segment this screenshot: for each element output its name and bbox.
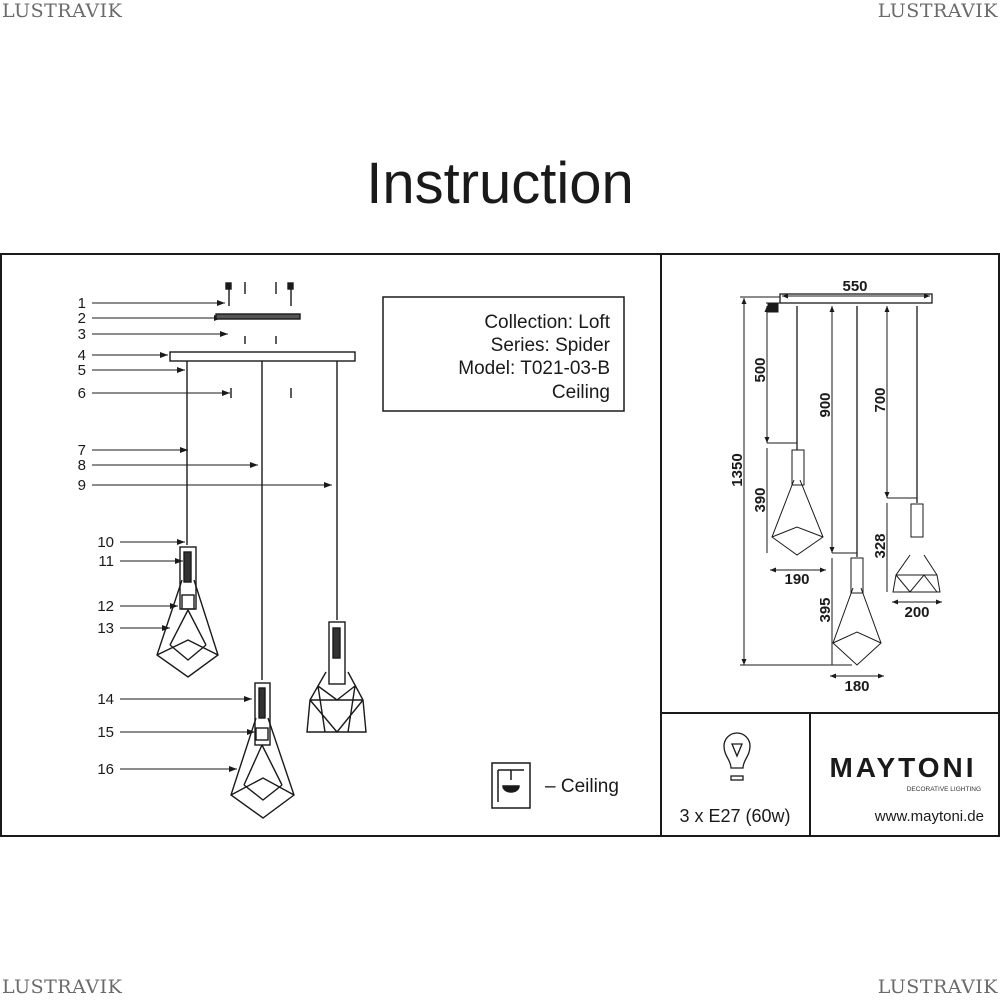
dim-width: 550	[842, 278, 867, 295]
part-number-label: 14	[97, 691, 114, 708]
bulb-icon	[723, 732, 751, 781]
part-number-label: 1	[78, 295, 86, 312]
watermark-bottom-right: LUSTRAVIK	[877, 976, 998, 998]
part-number-label: 12	[97, 598, 114, 615]
part-number-label: 4	[78, 347, 86, 364]
assembly-drawing	[156, 282, 367, 819]
dim-cord1: 500	[752, 357, 769, 382]
part-number-label: 9	[78, 477, 86, 494]
dim-cord3: 700	[872, 387, 889, 412]
part-number-label: 7	[78, 442, 86, 459]
dim-shade3-height: 328	[872, 533, 889, 558]
series-text: Series: Spider	[491, 335, 611, 356]
bulb-spec-text: 3 x E27 (60w)	[679, 806, 790, 826]
part-number-label: 11	[98, 553, 114, 570]
watermark-bottom-left: LUSTRAVIK	[2, 976, 123, 998]
part-number-label: 5	[78, 362, 86, 379]
part-number-label: 15	[97, 724, 114, 741]
collection-text: Collection: Loft	[484, 312, 610, 333]
dim-shade1-height: 390	[752, 487, 769, 512]
dim-total-height: 1350	[729, 453, 746, 486]
mounting-text: Ceiling	[552, 382, 610, 403]
part-number-label: 16	[97, 761, 114, 778]
ceiling-mount-icon	[491, 762, 531, 809]
dimension-drawing	[740, 293, 942, 679]
dim-shade1-width: 190	[784, 571, 809, 588]
maytoni-logo: MAYTONI DECORATIVE LIGHTING	[829, 752, 981, 793]
dimension-labels: 550 1350 500 900 700 390 395 328 190 180…	[729, 278, 930, 695]
dim-cord2: 900	[817, 392, 834, 417]
part-number-label: 3	[78, 326, 86, 343]
dim-shade2-height: 395	[817, 597, 834, 622]
brand-name: MAYTONI	[829, 752, 976, 783]
page-title: Instruction	[366, 151, 634, 216]
website-link[interactable]: www.maytoni.de	[874, 808, 984, 825]
part-number-label: 10	[97, 534, 114, 551]
frame	[0, 253, 1000, 837]
dim-shade2-width: 180	[844, 678, 869, 695]
part-number-label: 6	[78, 385, 86, 402]
part-number-label: 2	[78, 310, 86, 327]
watermark-top-left: LUSTRAVIK	[2, 0, 123, 22]
watermark-top-right: LUSTRAVIK	[877, 0, 998, 22]
dim-shade3-width: 200	[904, 604, 929, 621]
model-text: Model: T021-03-B	[458, 358, 610, 379]
brand-tagline: DECORATIVE LIGHTING	[907, 786, 981, 793]
product-info-box: Collection: Loft Series: Spider Model: T…	[382, 296, 625, 412]
ceiling-legend-text: – Ceiling	[545, 776, 619, 797]
part-number-label: 8	[78, 457, 86, 474]
part-number-label: 13	[97, 620, 114, 637]
